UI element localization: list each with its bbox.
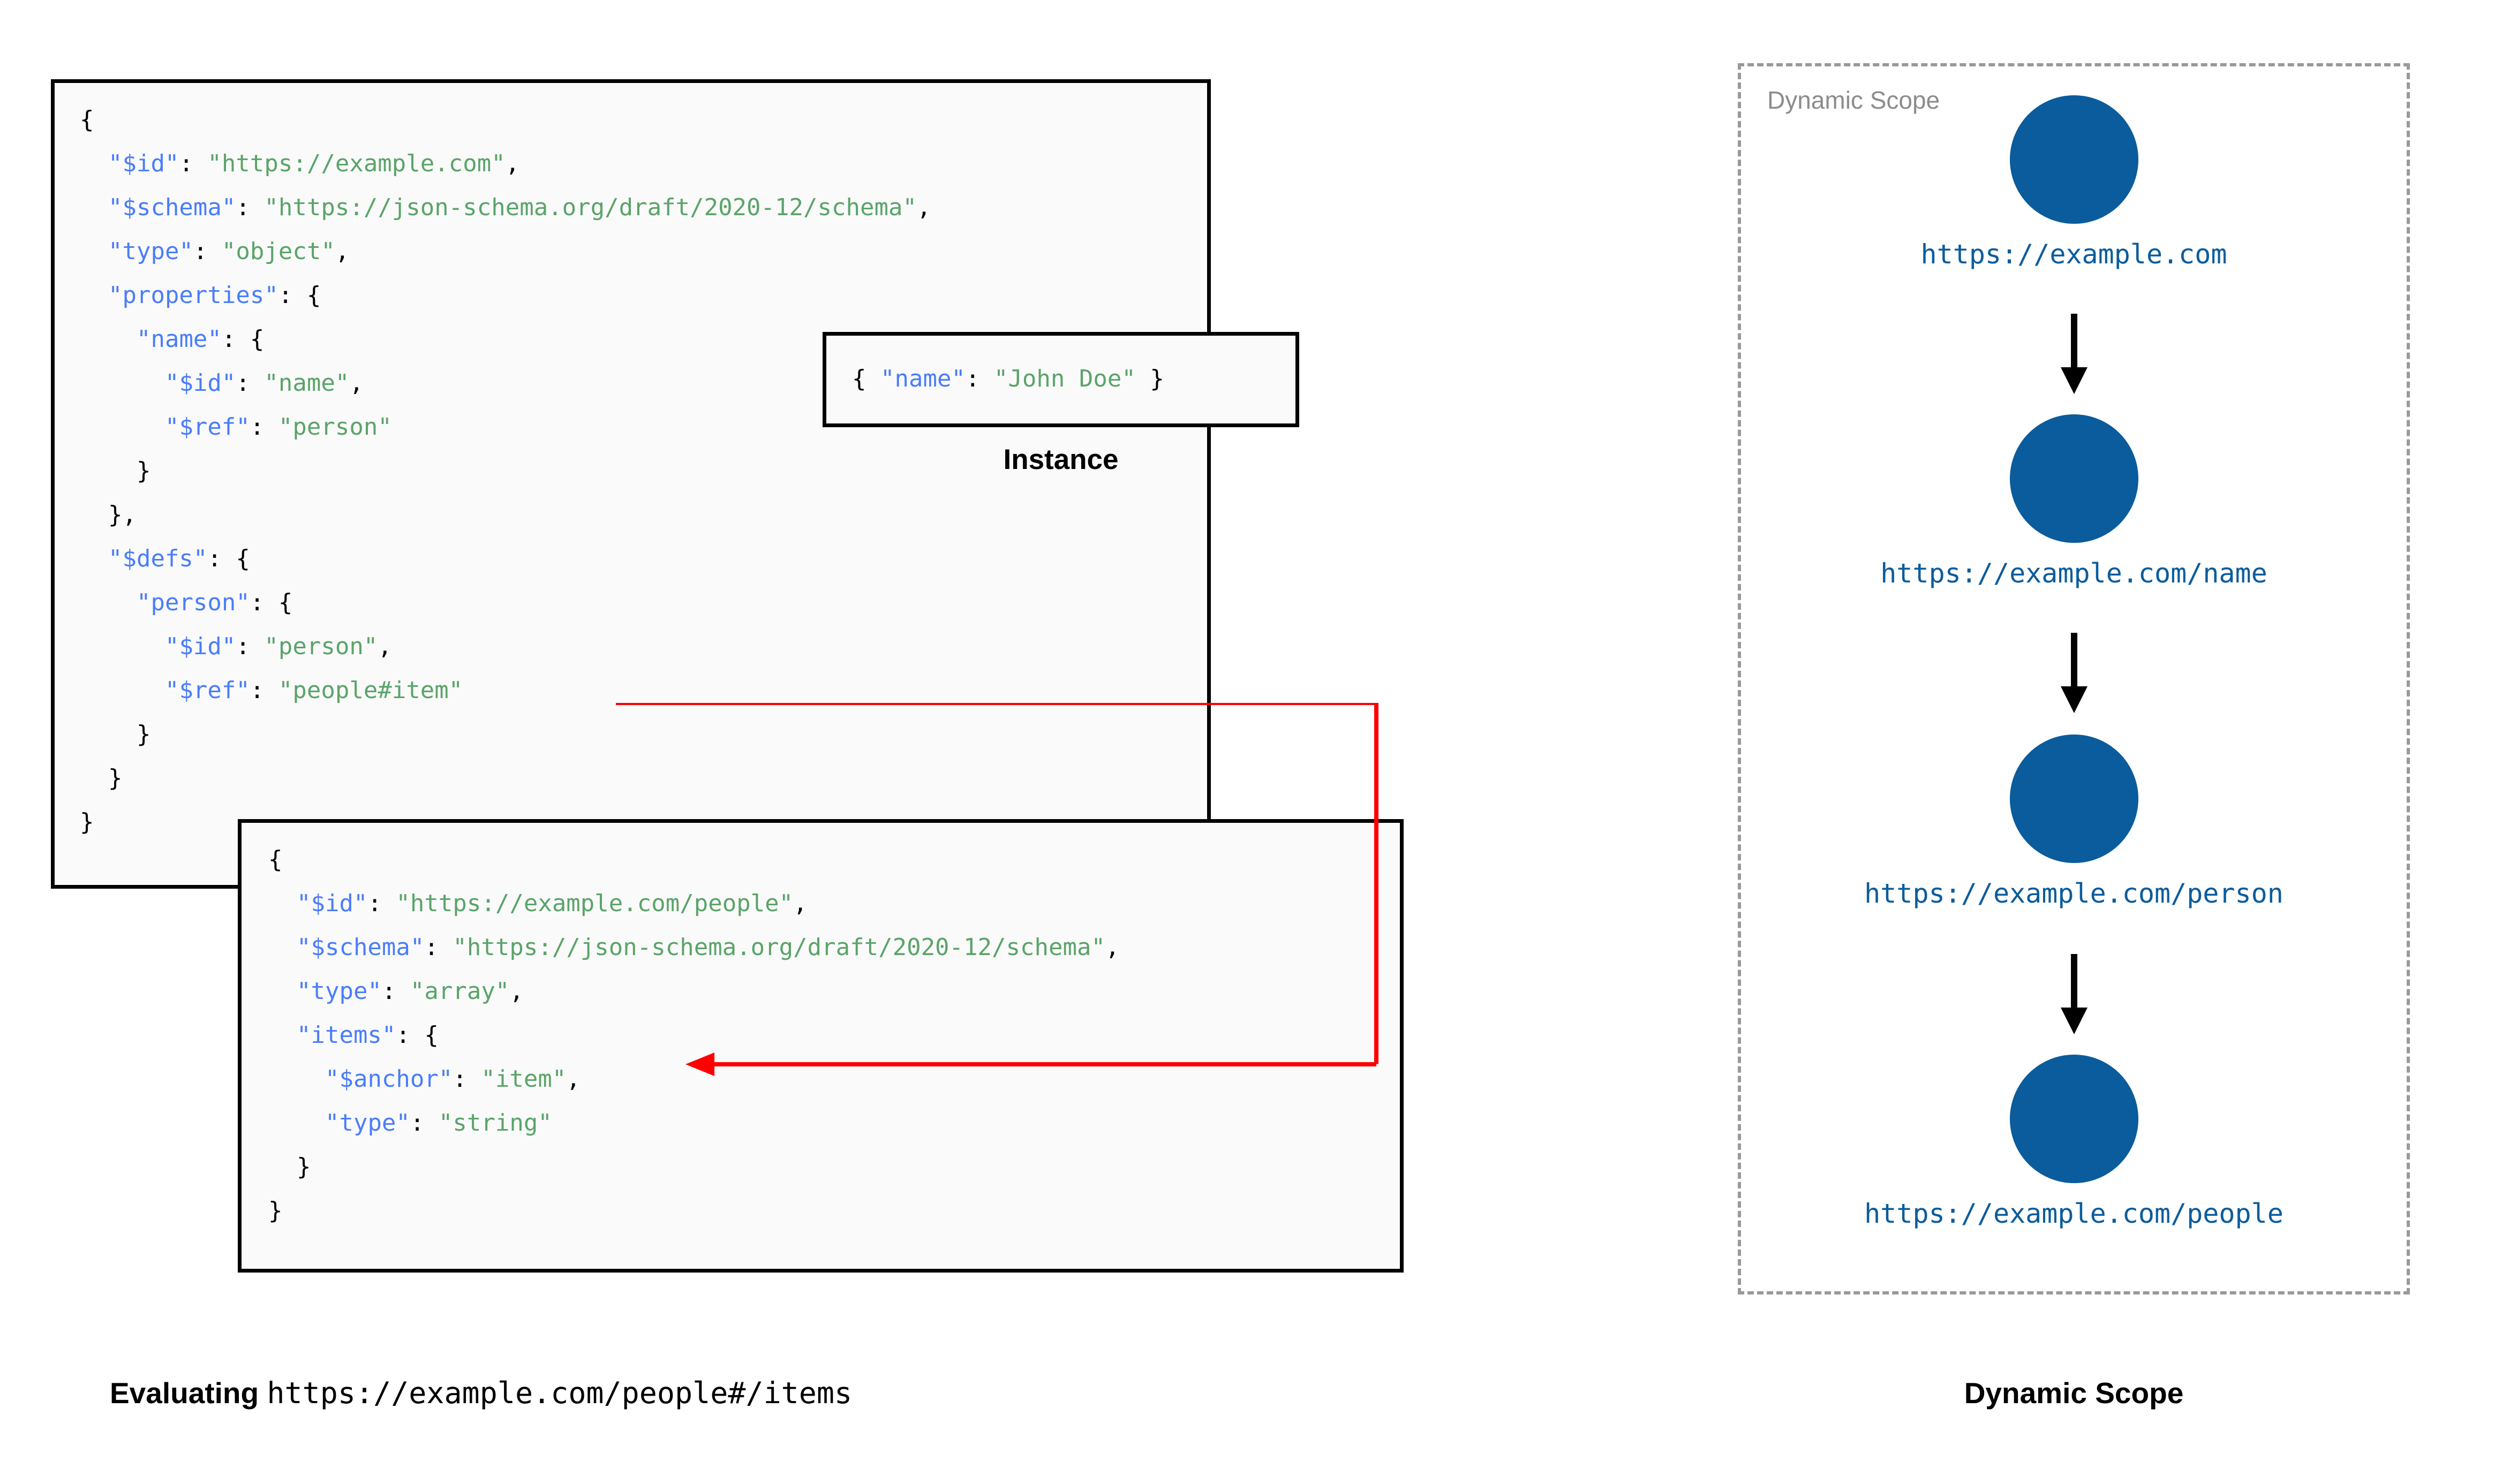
code-line: { — [268, 846, 283, 873]
dynamic-scope-panel-label: Dynamic Scope — [1767, 86, 1940, 114]
code-line: "$id": "https://example.com", — [108, 150, 520, 177]
code-line: "$anchor": "item", — [325, 1065, 581, 1093]
instance-code: { "name": "John Doe" } — [852, 357, 1164, 401]
instance-caption: Instance — [1003, 444, 1119, 475]
code-line: } — [80, 764, 123, 792]
code-line: { "name": "John Doe" } — [852, 365, 1164, 392]
code-line: "$ref": "people#item" — [164, 677, 463, 704]
code-line: } — [268, 1197, 283, 1224]
scope-node-1: https://example.com/name — [1738, 414, 2410, 589]
code-line: "$schema": "https://json-schema.org/draf… — [108, 194, 931, 221]
code-line: "$id": "name", — [164, 369, 364, 397]
schema-root-box: { "$id": "https://example.com", "$schema… — [51, 79, 1211, 889]
code-line: "$schema": "https://json-schema.org/draf… — [296, 934, 1120, 961]
code-line: } — [80, 808, 94, 836]
scope-circle-icon — [2009, 735, 2138, 863]
code-line: "type": "string" — [325, 1109, 552, 1137]
scope-node-2: https://example.com/person — [1738, 735, 2410, 909]
code-line: "type": "array", — [296, 978, 524, 1005]
scope-node-label: https://example.com/people — [1864, 1198, 2284, 1229]
scope-node-label: https://example.com — [1920, 239, 2227, 270]
scope-node-0: https://example.com — [1738, 95, 2410, 270]
code-line: { — [80, 106, 94, 133]
instance-box: { "name": "John Doe" } — [823, 332, 1299, 427]
code-line: "$defs": { — [108, 545, 250, 572]
scope-arrow-down-icon-1 — [1738, 633, 2410, 713]
schema-root-code: { "$id": "https://example.com", "$schema… — [80, 98, 931, 844]
scope-arrow-down-icon-0 — [1738, 314, 2410, 394]
code-line: }, — [80, 501, 137, 528]
code-line: "$ref": "person" — [164, 413, 392, 441]
code-line: "person": { — [136, 589, 293, 616]
code-line: "name": { — [136, 325, 265, 353]
evaluating-label: Evaluating — [110, 1376, 259, 1410]
scope-arrow-down-icon-2 — [1738, 954, 2410, 1034]
schema-people-code: { "$id": "https://example.com/people", "… — [268, 838, 1119, 1233]
code-line: "type": "object", — [108, 238, 350, 265]
scope-node-label: https://example.com/name — [1880, 558, 2267, 589]
dynamic-scope-caption: Dynamic Scope — [1964, 1376, 2184, 1410]
code-line: } — [268, 1153, 311, 1180]
scope-node-label: https://example.com/person — [1864, 878, 2284, 909]
dynamic-scope-panel — [1738, 63, 2410, 1294]
scope-circle-icon — [2009, 1055, 2138, 1183]
scope-circle-icon — [2009, 95, 2138, 224]
schema-people-box: { "$id": "https://example.com/people", "… — [238, 819, 1404, 1273]
code-line: "items": { — [296, 1021, 439, 1049]
code-line: "$id": "https://example.com/people", — [296, 890, 808, 917]
scope-node-3: https://example.com/people — [1738, 1055, 2410, 1229]
code-line: "$id": "person", — [164, 633, 392, 660]
code-line: } — [80, 721, 151, 748]
scope-circle-icon — [2009, 414, 2138, 543]
code-line: "properties": { — [108, 282, 321, 309]
evaluating-uri: https://example.com/people#/items — [267, 1376, 853, 1410]
evaluating-caption: Evaluating https://example.com/people#/i… — [110, 1376, 852, 1410]
code-line: } — [80, 457, 151, 484]
